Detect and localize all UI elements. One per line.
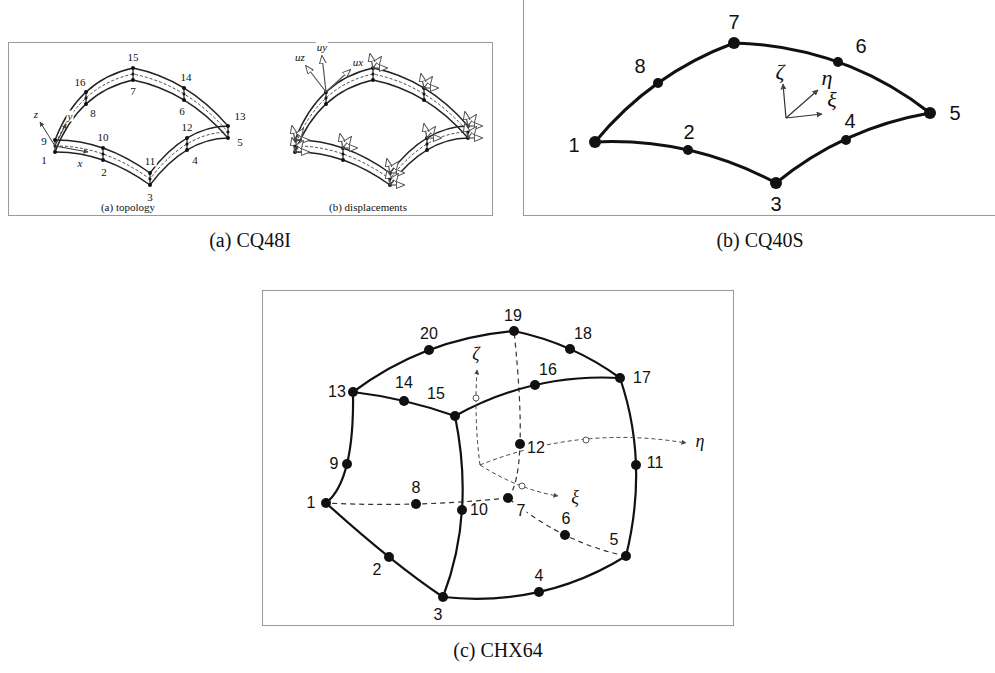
node-number: 2: [682, 122, 695, 142]
node-number: 8: [633, 56, 646, 76]
dof-label: uz: [294, 52, 306, 63]
node-number: 11: [646, 455, 665, 471]
node-number: 5: [609, 532, 620, 548]
axis-label: ζ: [471, 345, 480, 363]
subfigure-caption: (a) topology: [100, 202, 156, 213]
node-number: 1: [567, 135, 580, 155]
node-number: 16: [538, 362, 558, 378]
node-number: 11: [144, 156, 157, 167]
axis-label: η: [821, 67, 834, 89]
node-number: 14: [180, 72, 193, 83]
node-number: 12: [181, 122, 194, 133]
node-number: 5: [236, 137, 244, 148]
node-number: 12: [526, 440, 546, 456]
axis-label: ξ: [570, 488, 580, 506]
cq48i-topology: [40, 66, 230, 187]
dof-label: uy: [316, 42, 328, 53]
node-number: 15: [426, 386, 446, 402]
node-number: 16: [74, 77, 87, 88]
figure-caption: (a) CQ48I: [208, 230, 292, 250]
axis-label: x: [77, 158, 84, 169]
node-number: 1: [306, 495, 317, 511]
node-number: 7: [516, 503, 527, 519]
axis-label: η: [695, 432, 706, 450]
node-number: 13: [234, 111, 247, 122]
figure-caption: (b) CQ40S: [715, 230, 804, 250]
axis-label: ζ: [775, 61, 786, 83]
cq48i-displacements: [292, 54, 482, 187]
node-number: 8: [411, 480, 422, 496]
axis-label: ξ: [826, 89, 837, 111]
node-number: 2: [100, 167, 108, 178]
node-number: 7: [129, 86, 137, 97]
node-number: 4: [534, 568, 545, 584]
panel-frame: [524, 0, 995, 216]
node-number: 15: [127, 52, 140, 63]
chx64-element: [321, 326, 686, 602]
node-number: 5: [948, 103, 961, 123]
node-number: 8: [89, 108, 97, 119]
node-number: 18: [573, 326, 593, 342]
axis-label: y: [67, 111, 74, 122]
dof-label: ux: [352, 57, 364, 68]
node-number: 2: [372, 562, 383, 578]
node-number: 9: [329, 456, 340, 472]
node-number: 6: [561, 511, 572, 527]
node-number: 4: [191, 155, 199, 166]
node-number: 20: [419, 326, 439, 342]
figure-caption: (c) CHX64: [452, 640, 543, 660]
node-number: 17: [632, 370, 652, 386]
node-number: 10: [469, 502, 489, 518]
node-number: 9: [40, 136, 48, 147]
node-number: 4: [843, 111, 856, 131]
node-number: 3: [433, 607, 444, 623]
node-number: 3: [769, 194, 782, 214]
node-number: 19: [503, 308, 523, 324]
panel-frame: [9, 43, 493, 216]
node-number: 10: [97, 132, 110, 143]
node-number: 1: [40, 155, 48, 166]
node-number: 7: [727, 12, 740, 32]
node-number: 14: [394, 375, 414, 391]
node-number: 6: [178, 106, 186, 117]
panel-frame: [263, 291, 734, 626]
subfigure-caption: (b) displacements: [328, 202, 408, 213]
node-number: 13: [327, 384, 347, 400]
node-number: 6: [854, 36, 867, 56]
cq40s-element: [589, 37, 936, 189]
axis-label: z: [33, 109, 39, 120]
